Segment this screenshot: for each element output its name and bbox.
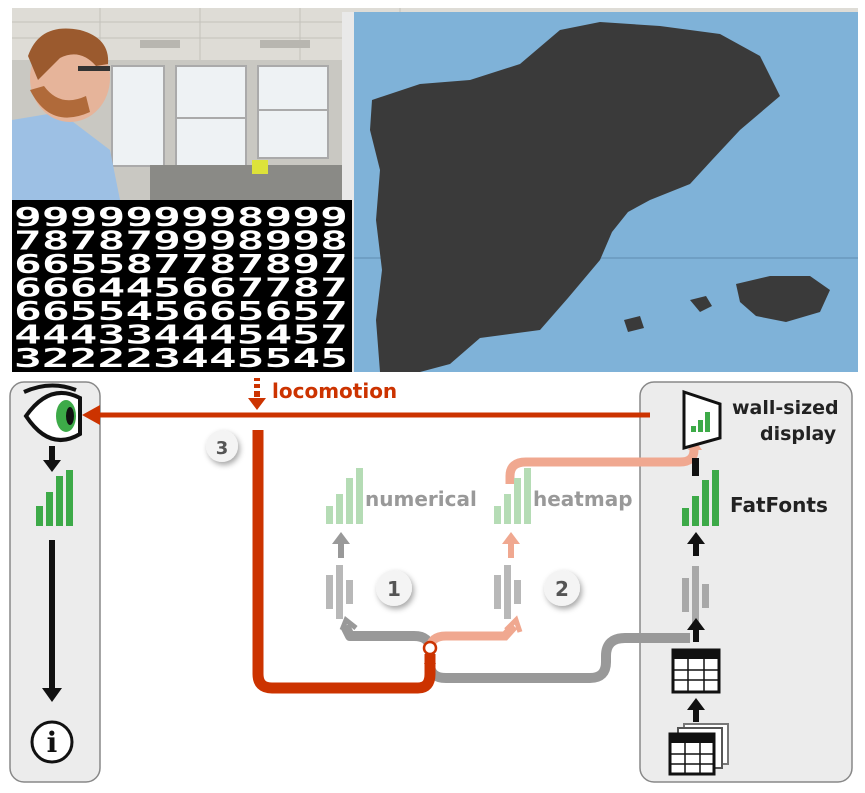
display-icon (682, 389, 722, 450)
filter-icon-1 (326, 565, 353, 619)
bar-chart-icon-heatmap (494, 468, 531, 524)
bar-chart-icon-numerical (326, 468, 363, 524)
arrow-up-1 (332, 532, 350, 558)
bar-chart-icon-viewer (36, 470, 73, 526)
digit-grid: 9999999989997878799989986655877878976664… (14, 203, 348, 372)
eye-icon (23, 383, 82, 442)
digit-row: 999999998999 (14, 203, 348, 233)
badge-1 (376, 570, 412, 606)
map-island-small (624, 296, 712, 332)
arrow-up-2 (502, 532, 520, 558)
grey-flow-arrowhead (339, 615, 358, 631)
digit-row: 665587787897 (14, 250, 348, 280)
grey-flow-path (340, 623, 690, 683)
locomotion-icon (248, 378, 266, 410)
data-table-stack-icon (668, 723, 729, 776)
wall-label-2: display (760, 423, 837, 445)
fatfonts-label: FatFonts (730, 493, 828, 517)
filter-icon-2 (494, 565, 521, 619)
map-island-large (736, 276, 830, 322)
arrow-up-3 (687, 532, 705, 556)
info-icon (30, 720, 74, 764)
numerical-label: numerical (365, 487, 477, 511)
filter-icon-3 (682, 566, 709, 624)
data-table-icon (671, 648, 721, 694)
salmon-flow-to-display (505, 444, 699, 484)
arrow-up-5 (687, 698, 705, 722)
junction-node (422, 640, 438, 656)
digit-row: 787879998998 (14, 227, 348, 257)
heatmap-label: heatmap (533, 487, 633, 511)
locomotion-label: locomotion (272, 379, 397, 403)
badge-3 (206, 430, 238, 462)
map-iberia (370, 22, 780, 372)
salmon-flow-path (425, 622, 518, 651)
arrow-down-2 (42, 540, 62, 702)
person (12, 28, 120, 200)
fatfont-inset (12, 200, 352, 372)
locomotion-path (252, 430, 436, 694)
digit-row: 665545665657 (14, 297, 348, 327)
badge-1-label: 1 (387, 577, 401, 601)
arrow-down-1 (43, 446, 61, 472)
wall-label-1: wall-sized (732, 397, 839, 419)
digit-row: 666445667787 (14, 274, 348, 304)
arrow-up-4 (687, 618, 705, 642)
bar-chart-icon-fatfonts (682, 470, 719, 526)
photo: 9999999989997878799989986655877878976664… (12, 8, 858, 372)
info-icon-letter: i (47, 726, 58, 759)
badge-2-label: 2 (555, 577, 569, 601)
digit-row: 322223445545 (14, 344, 348, 372)
badge-2 (544, 570, 580, 606)
badge-3-label: 3 (216, 438, 229, 459)
digit-row: 444334445457 (14, 321, 348, 351)
